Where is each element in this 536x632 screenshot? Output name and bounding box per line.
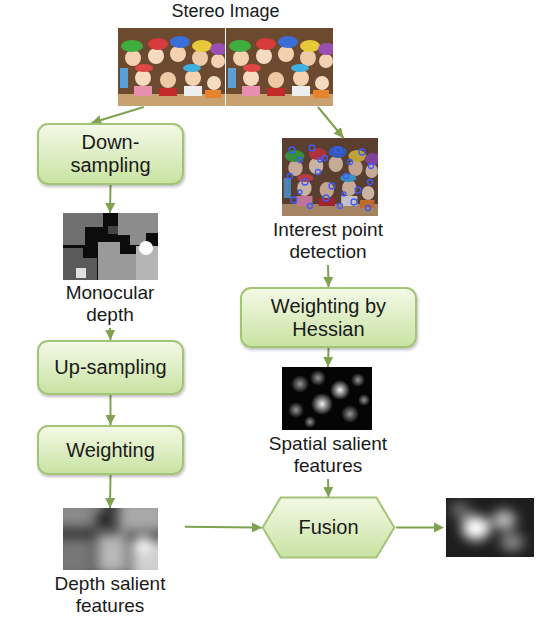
stereo-image <box>118 28 336 106</box>
flow-arrow <box>110 395 112 425</box>
image-node: Monocular depth <box>45 213 175 328</box>
image-node: Spatial salient features <box>250 367 406 479</box>
image-caption: Depth salient features <box>35 573 185 617</box>
flow-arrow <box>185 526 262 529</box>
saliency-map-output <box>446 498 534 557</box>
process-box: Weighting <box>37 425 184 475</box>
image-caption: Spatial salient features <box>250 433 406 477</box>
flow-arrow <box>109 475 112 508</box>
process-box: Weighting by Hessian <box>240 287 417 348</box>
flow-arrow <box>109 185 112 213</box>
flow-arrow <box>327 348 330 367</box>
box-label: Fusion <box>298 516 358 539</box>
image-node: Interest point detection <box>250 138 406 265</box>
box-label: Down-sampling <box>61 131 161 177</box>
image-node: Depth salient features <box>35 508 185 619</box>
flow-arrow <box>91 107 143 123</box>
flow-arrow <box>327 479 330 497</box>
image-caption: Monocular depth <box>45 282 175 326</box>
fusion-output-arrow <box>396 523 444 533</box>
box-label: Up-sampling <box>54 356 166 379</box>
monocular-depth-image <box>63 213 158 280</box>
box-label: Weighting <box>66 439 155 462</box>
process-box: Down-sampling <box>37 123 184 185</box>
image-caption: Interest point detection <box>250 219 406 263</box>
flow-arrow <box>327 265 330 287</box>
flow-arrow <box>109 328 112 340</box>
flow-arrow <box>318 107 344 138</box>
process-box: Up-sampling <box>37 340 184 395</box>
stereo-image-node: Stereo Image <box>118 1 333 107</box>
hexagon-shape <box>263 498 395 558</box>
spatial-salient-image <box>282 367 372 430</box>
image-caption: Stereo Image <box>171 1 279 22</box>
interest-point-image <box>282 138 381 216</box>
depth-salient-image <box>53 498 171 580</box>
box-label: Weighting by Hessian <box>259 295 399 341</box>
fusion-hexagon: Fusion <box>262 497 395 558</box>
